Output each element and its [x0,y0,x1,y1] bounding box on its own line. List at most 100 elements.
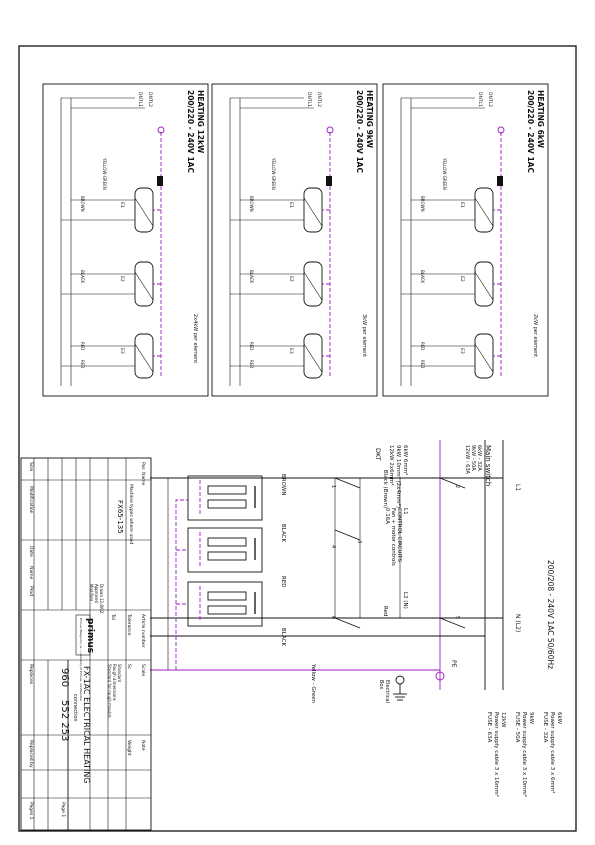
earth-label-2: Box [378,680,384,689]
fuse-note-2: Power supply cable 3 x 6mm² [549,712,556,793]
terminal-top-label: DNTL1 [137,92,143,107]
wire-label: BROWN [249,196,254,212]
control-text-3: Fan + motor controls [390,508,396,566]
panel-bottom-note: 2kW per element [532,314,538,357]
fuse-note-3: FUSE - 32A [542,712,548,743]
heater-element-block-2 [187,527,263,573]
wire-label-yellow-green: YELLOW-GREEN [102,157,107,190]
panel-voltage: 200/220 - 240V 1AC [526,90,535,173]
note-label: Note [140,740,146,751]
wire-label: RED [80,342,85,350]
terminal-1: 1 [330,485,336,488]
control-text-4: 0.16A [384,508,390,524]
element-3: E3 RED [401,333,494,379]
drawing-description: FX-1AC ELECTRICAL HEATING [82,666,91,784]
dkt-label: DKT [374,448,382,461]
sheet-border [18,45,577,832]
wire-label: RED [249,342,254,350]
cable-spec-1: 6kW 6mm² [402,445,409,475]
panel-title: HEATING 6kW [536,90,545,149]
terminal-bottom-label: DNTL2 [487,92,493,107]
control-tag: L2 (N) [402,592,408,609]
fuse-note-8: Power supply cable 3 x 16mm² [493,712,500,797]
article-label: Article number [140,614,146,648]
wire-label: BROWN [420,196,425,212]
element-2: E2 BLACK [61,261,154,307]
supply-title-group: 200/208 - 240V 1AC 50/60Hz [546,560,555,669]
drawn-row-1: Drawn [99,584,104,597]
scale-label: Scale [140,664,146,676]
fuse-note-5: Power supply cable 3 x 10mm² [521,712,528,797]
switch-rating-2: 9kW - 50A [470,445,476,471]
tolerance-label: Tolerance [126,613,132,636]
scale-value: Sc [126,664,132,670]
line-pe: PE [450,660,457,668]
terminal-bottom-label: DNTL2 [147,92,153,107]
wire-black: BLACK [280,524,286,542]
earth-symbol [393,675,407,701]
fuse-note-6: FUSE - 50A [514,712,520,743]
wire-brown: BROWN [280,474,286,495]
revision-col-3: Date [28,546,34,557]
pos-label: Pos [140,462,146,470]
element-1: E1 BROWN [401,187,494,233]
cable-spec-2: 9kW 10mm² (2x4mm²) [395,445,402,508]
page-label: Page 1 [60,802,66,817]
element-label: E1 [459,202,465,208]
fuse-note-1: 6kW [556,712,562,725]
main-connection-diagram [150,440,504,701]
terminal-2: 2 [454,485,460,488]
element-label: E3 [459,348,465,354]
element-label: E2 [459,276,465,282]
drawn-row-2: Approved [94,584,99,604]
wire-label-red-2: RED [249,360,254,368]
wire-red: RED [280,576,286,588]
name-label: Name [140,472,146,486]
revision-col-1: Size [28,462,34,471]
title-block [20,457,152,831]
brand-subtext: Primus (Belgium) nv — property of Primus… [79,618,83,701]
conductor-red: Red [382,606,388,616]
wire-label: BLACK [80,270,85,284]
element-label: E2 [119,276,125,282]
drawing-code-right: 552 253 [59,700,70,741]
line-n-l2: N (L2) [514,614,521,632]
drawn-date-1: 12.8/02 [99,598,104,614]
replaces-label: Replaces [28,664,34,685]
element-label: E3 [288,348,294,354]
fuse-note-7: 12kW [500,712,506,728]
panel-voltage: 200/220 - 240V 1AC [186,90,195,173]
supply-title: 200/208 - 240V 1AC 50/60Hz [546,560,555,669]
line-l1: L1 [514,484,521,491]
terminal-3: 3 [356,540,362,543]
terminal-6: 6 [330,616,336,619]
fuse-note-4: 9kW [528,712,534,725]
pe-wire-label: Yellow - Green [310,663,316,704]
drawing-description-sub: connection [72,694,78,722]
wire-label: RED [420,342,425,350]
element-label: E2 [288,276,294,282]
terminal-top-label: DNTL1 [306,92,312,107]
revision-col-5: Prod [28,586,34,596]
wire-label-yellow-green: YELLOW-GREEN [442,157,447,190]
panel-title: HEATING 9kW [365,90,374,149]
earth-label-1: Electrical [384,680,390,703]
revision-col-2: Modification [28,486,34,514]
general-tol-2: Rough dimensions [112,664,117,701]
terminal-5: 5 [454,616,460,619]
general-tol-3: Standard for rough moulds [107,664,112,718]
wire-label-red-2: RED [80,360,85,368]
control-text-2: CONTROL CIRCUITS [396,508,402,562]
panel-bottom-note: 3kW per element [361,314,367,357]
terminal-bottom-label: DNTL2 [316,92,322,107]
machine-value: FX65-135 [116,500,124,534]
element-label: E1 [119,202,125,208]
